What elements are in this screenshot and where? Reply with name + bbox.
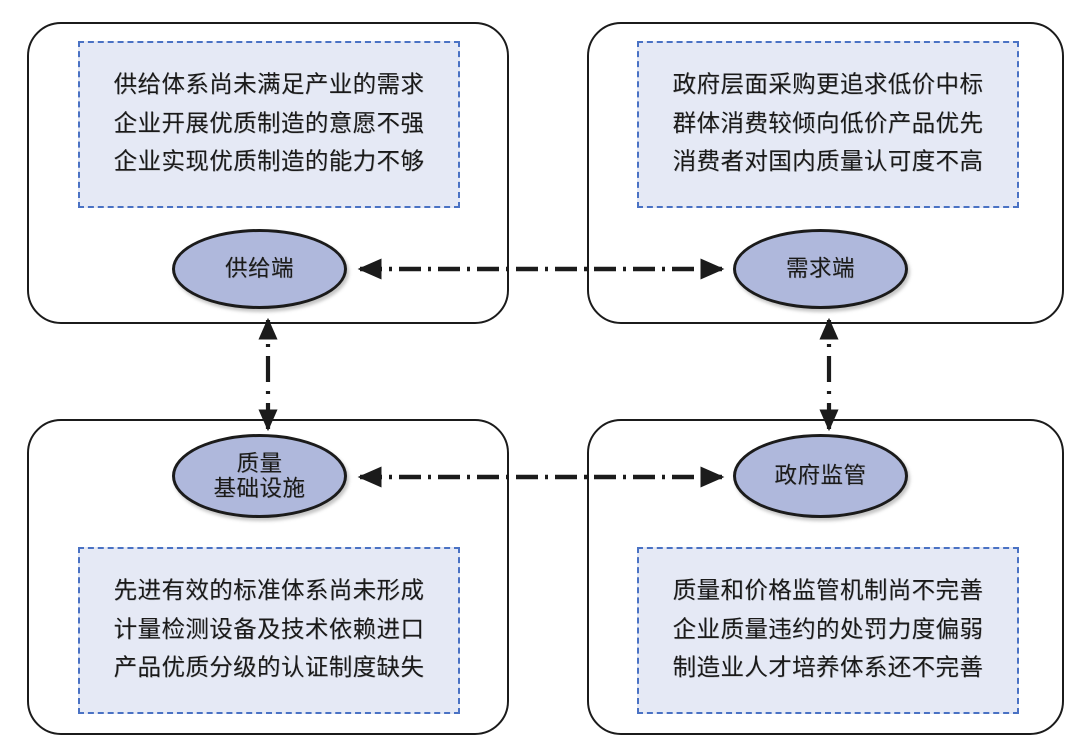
issue-line: 企业开展优质制造的意愿不强 [113, 110, 425, 137]
issues-panel-supply: 供给体系尚未满足产业的需求 企业开展优质制造的意愿不强 企业实现优质制造的能力不… [78, 41, 460, 208]
issue-line: 企业质量违约的处罚力度偏弱 [672, 616, 984, 643]
issue-line: 产品优质分级的认证制度缺失 [113, 655, 425, 682]
node-label: 基础设施 [213, 476, 306, 501]
issues-panel-government-regulation: 质量和价格监管机制尚不完善 企业质量违约的处罚力度偏弱 制造业人才培养体系还不完… [637, 547, 1019, 714]
node-label: 供给端 [224, 256, 294, 282]
node-quality-infrastructure: 质量 基础设施 [172, 434, 347, 518]
node-supply: 供给端 [172, 229, 347, 309]
node-label: 质量 [236, 450, 283, 476]
issue-line: 政府层面采购更追求低价中标 [672, 72, 984, 99]
node-government-regulation: 政府监管 [733, 434, 908, 518]
node-label: 政府监管 [774, 463, 867, 489]
issue-line: 计量检测设备及技术依赖进口 [113, 616, 425, 643]
issue-line: 群体消费较倾向低价产品优先 [672, 110, 984, 137]
issues-panel-demand: 政府层面采购更追求低价中标 群体消费较倾向低价产品优先 消费者对国内质量认可度不… [637, 41, 1019, 208]
issue-line: 供给体系尚未满足产业的需求 [113, 72, 425, 99]
issue-line: 消费者对国内质量认可度不高 [672, 149, 984, 176]
issue-line: 企业实现优质制造的能力不够 [113, 149, 425, 176]
issue-line: 先进有效的标准体系尚未形成 [113, 578, 425, 605]
issue-line: 制造业人才培养体系还不完善 [672, 655, 984, 682]
issues-panel-quality-infrastructure: 先进有效的标准体系尚未形成 计量检测设备及技术依赖进口 产品优质分级的认证制度缺… [78, 547, 460, 714]
node-label: 需求端 [785, 256, 855, 282]
issue-line: 质量和价格监管机制尚不完善 [672, 578, 984, 605]
node-demand: 需求端 [733, 229, 908, 309]
